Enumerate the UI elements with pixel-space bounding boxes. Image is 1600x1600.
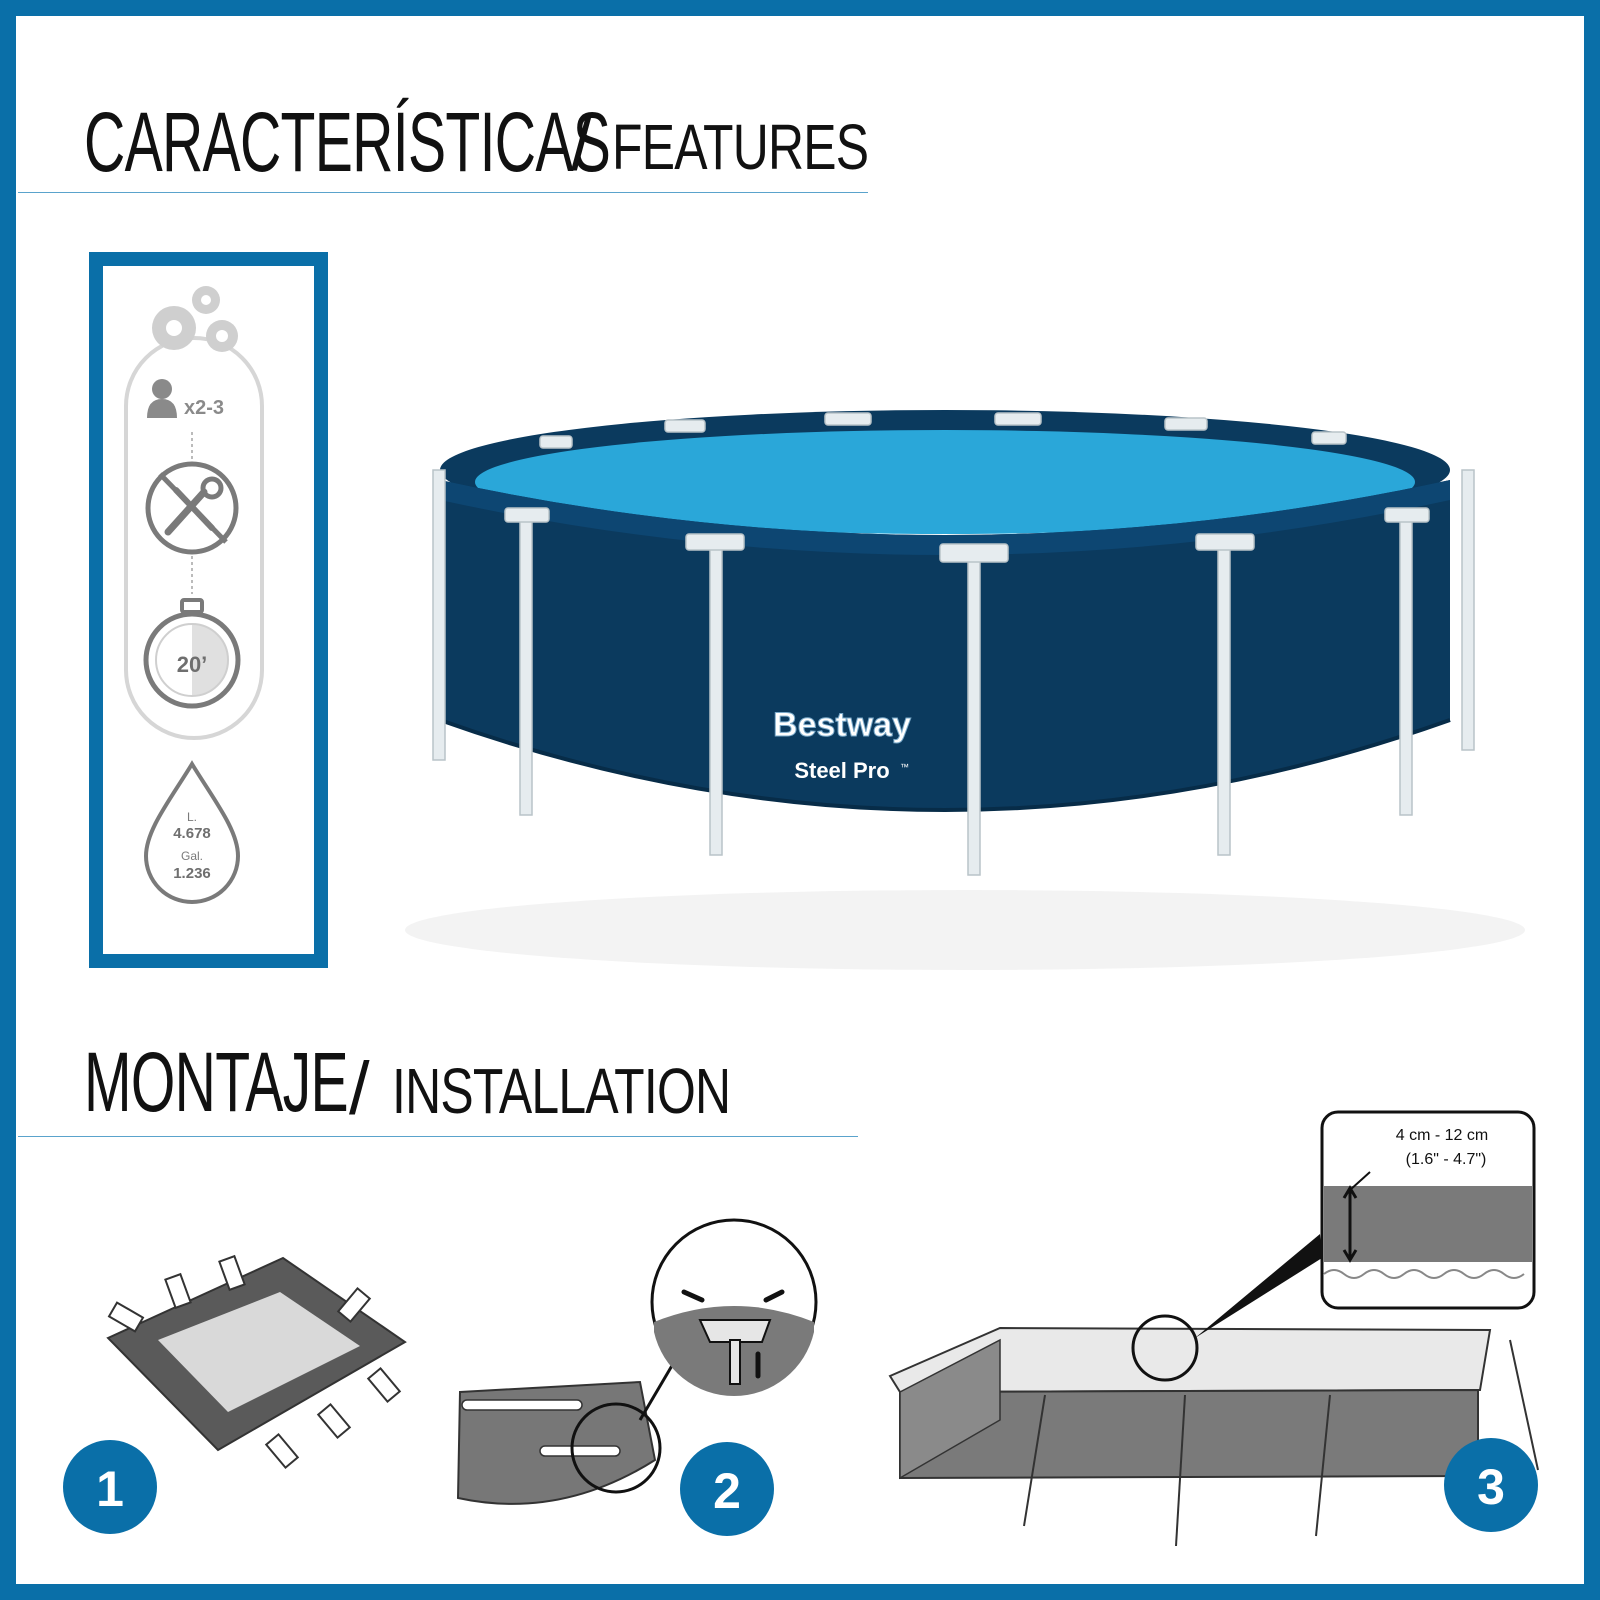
no-tools-icon <box>145 461 239 555</box>
people-count: x2-3 <box>184 397 224 419</box>
round-pool-image: Bestway Steel Pro ™ <box>405 410 1525 970</box>
trademark: ™ <box>900 762 909 772</box>
water-drop-icon <box>143 760 241 904</box>
depth-range-in: (1.6" - 4.7") <box>1406 1151 1487 1168</box>
features-icons: x2-3 20’ L. 4.678 Gal. 1.236 <box>124 286 264 904</box>
step1-number: 1 <box>96 1461 124 1517</box>
step3-number: 3 <box>1477 1459 1505 1515</box>
icon-capsule <box>124 336 264 740</box>
volume-gal-label: Gal. <box>181 849 203 863</box>
installation-title-en: INSTALLATION <box>392 1055 731 1127</box>
step3-badge <box>1444 1438 1538 1532</box>
volume-liters: 4.678 <box>173 825 211 842</box>
volume-l-label: L. <box>187 810 197 824</box>
features-title-sep: / <box>571 103 592 186</box>
depth-range-cm: 4 cm - 12 cm <box>1396 1127 1488 1144</box>
model-name: Steel Pro <box>794 758 889 783</box>
step1-badge <box>63 1440 157 1534</box>
installation-title: MONTAJE <box>84 1034 472 1131</box>
stopwatch-icon <box>143 598 241 709</box>
person-icon <box>147 379 177 418</box>
features-title: CARACTERÍSTICAS <box>84 94 858 191</box>
features-title-en: FEATURES <box>612 111 869 183</box>
gears-icon <box>152 286 238 352</box>
step2-illustration: 2 <box>456 1218 818 1536</box>
step2-badge <box>680 1442 774 1536</box>
features-title-es: CARACTERÍSTICAS <box>84 95 611 189</box>
features-panel <box>89 252 328 968</box>
brand-logo: Bestway <box>773 706 911 744</box>
step1-illustration <box>106 1254 407 1494</box>
volume-gallons: 1.236 <box>173 865 211 882</box>
installation-rule <box>18 1136 858 1137</box>
features-rule <box>18 192 868 193</box>
installation-title-es: MONTAJE <box>84 1035 349 1129</box>
time-value: 20’ <box>177 652 208 677</box>
step3-illustration: 4 cm - 12 cm (1.6" - 4.7") 3 <box>888 1110 1539 1547</box>
step2-number: 2 <box>713 1463 741 1519</box>
installation-title-sep: / <box>349 1047 370 1130</box>
